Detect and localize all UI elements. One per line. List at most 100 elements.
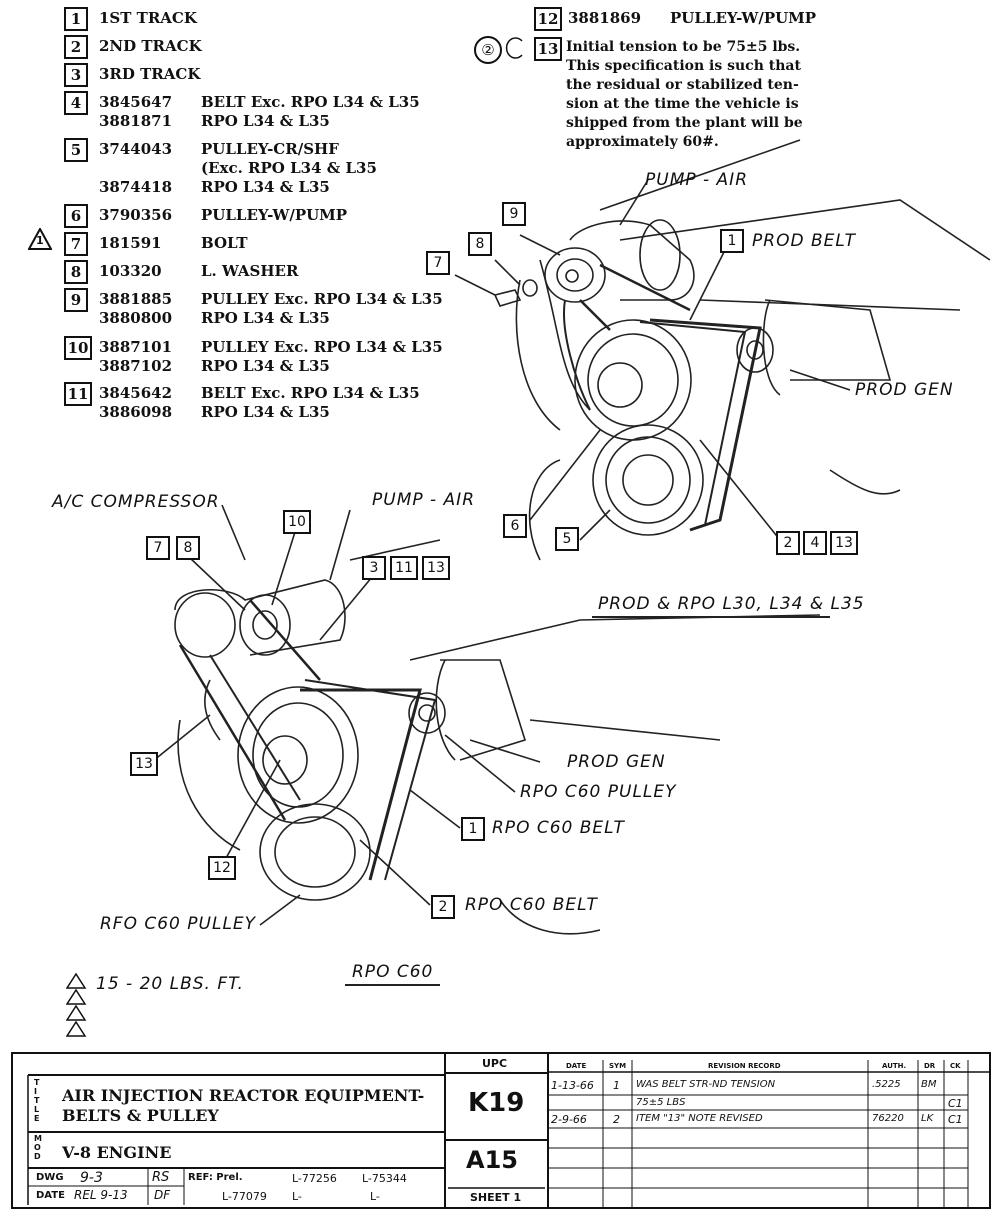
item-number-12: 12 — [534, 7, 562, 31]
callout-9: 9 — [502, 202, 526, 226]
item-number-8: 8 — [64, 260, 88, 284]
rev-record: WAS BELT STR-ND TENSION — [636, 1079, 776, 1090]
rev-dr: LK — [921, 1113, 934, 1124]
note-line: the residual or stabilized ten- — [566, 77, 799, 93]
item-desc-5: PULLEY-CR/SHF — [201, 140, 339, 158]
rev-header-ck: CK — [950, 1062, 961, 1070]
label-ac-compressor: A/C COMPRESSOR — [52, 492, 220, 512]
date-value: REL 9-13 — [74, 1188, 128, 1202]
sheet-label: SHEET 1 — [470, 1191, 522, 1204]
item-desc-4b: RPO L34 & L35 — [201, 112, 330, 130]
item-desc-2: 2ND TRACK — [99, 37, 202, 55]
rev-ck: C1 — [948, 1097, 963, 1110]
rev-ck: C1 — [948, 1113, 963, 1126]
label-pump-air-top: PUMP - AIR — [645, 170, 749, 190]
mod-letters: MOD — [34, 1134, 42, 1161]
label-rfo-c60-pulley: RFO C60 PULLEY — [100, 914, 257, 934]
label-rpo-c60-belt-2: RPO C60 BELT — [465, 895, 598, 915]
item-part-5: 3744043 — [99, 140, 173, 158]
rev-sym: 2 — [613, 1113, 620, 1126]
rev-date: 1-13-66 — [551, 1079, 594, 1092]
date-initials: DF — [154, 1188, 171, 1202]
callout-8: 8 — [468, 232, 492, 256]
item-desc-12: PULLEY-W/PUMP — [670, 9, 817, 27]
label-pump-air-bottom: PUMP - AIR — [372, 490, 476, 510]
rev-dr: BM — [921, 1079, 937, 1090]
item-desc-11b: RPO L34 & L35 — [201, 403, 330, 421]
item-number-7: 7 — [64, 232, 88, 256]
upc-value: K19 — [468, 1088, 525, 1118]
callout-5: 5 — [555, 527, 579, 551]
date-label: DATE — [36, 1190, 65, 1201]
rev-sym: 1 — [613, 1079, 620, 1092]
drawing-title: AIR INJECTION REACTOR EQUIPMENT- — [62, 1086, 425, 1105]
callout-1: 1 — [720, 229, 744, 253]
item-part-12: 3881869 — [568, 9, 642, 27]
item-part-11b: 3886098 — [99, 403, 173, 421]
callout-11: 11 — [390, 556, 418, 580]
item-desc-11: BELT Exc. RPO L34 & L35 — [201, 384, 420, 402]
revision-c-icon — [504, 36, 526, 60]
ref-3: L-77079 — [222, 1190, 267, 1203]
rev-header-sym: SYM — [609, 1062, 627, 1070]
drawing-title-2: BELTS & PULLEY — [62, 1106, 219, 1125]
item-desc-7: BOLT — [201, 234, 248, 252]
item-part-5c: 3874418 — [99, 178, 173, 196]
item-part-7: 181591 — [99, 234, 162, 252]
item-desc-4: BELT Exc. RPO L34 & L35 — [201, 93, 420, 111]
item-desc-10b: RPO L34 & L35 — [201, 357, 330, 375]
caption-top: PROD & RPO L30, L34 & L35 — [598, 594, 865, 614]
item-desc-3: 3RD TRACK — [99, 65, 201, 83]
revision-circle-icon: ② — [474, 36, 502, 64]
rev-header-record: REVISION RECORD — [708, 1062, 781, 1070]
item-number-4: 4 — [64, 91, 88, 115]
callout-7: 7 — [146, 536, 170, 560]
ref-4: L- — [292, 1190, 302, 1203]
callout-10: 10 — [283, 510, 311, 534]
item-number-2: 2 — [64, 35, 88, 59]
callout-13: 13 — [422, 556, 450, 580]
label-prod-gen-bottom: PROD GEN — [567, 752, 666, 772]
item-part-4: 3845647 — [99, 93, 173, 111]
torque-spec: 15 - 20 LBS. FT. — [96, 974, 244, 994]
item-desc-9: PULLEY Exc. RPO L34 & L35 — [201, 290, 443, 308]
callout-8: 8 — [176, 536, 200, 560]
rev-header-auth: AUTH. — [882, 1062, 907, 1070]
label-prod-belt: PROD BELT — [752, 231, 857, 251]
upc-label: UPC — [482, 1057, 508, 1070]
dwg-initials: RS — [152, 1170, 170, 1185]
callout-3: 3 — [362, 556, 386, 580]
item-part-4b: 3881871 — [99, 112, 173, 130]
note-line: Initial tension to be 75±5 lbs. — [566, 39, 801, 55]
title-letters: TITLE — [34, 1078, 40, 1123]
callout-1: 1 — [461, 817, 485, 841]
rev-record: 75±5 LBS — [636, 1097, 686, 1108]
group-value: A15 — [466, 1146, 518, 1174]
item-part-8: 103320 — [99, 262, 162, 280]
callout-2: 2 — [431, 895, 455, 919]
item-part-9b: 3880800 — [99, 309, 173, 327]
item-part-6: 3790356 — [99, 206, 173, 224]
item-number-5: 5 — [64, 138, 88, 162]
item-number-9: 9 — [64, 288, 88, 312]
item-part-10: 3887101 — [99, 338, 173, 356]
warning-number: 1 — [36, 234, 44, 247]
rev-date: 2-9-66 — [551, 1113, 587, 1126]
note-line: sion at the time the vehicle is — [566, 96, 799, 112]
ref-2: L-75344 — [362, 1172, 407, 1185]
item-part-11: 3845642 — [99, 384, 173, 402]
ref-5: L- — [370, 1190, 380, 1203]
note-line: shipped from the plant will be — [566, 115, 803, 131]
item-desc-1: 1ST TRACK — [99, 9, 197, 27]
callout-6: 6 — [503, 514, 527, 538]
item-number-1: 1 — [64, 7, 88, 31]
rev-auth: .5225 — [872, 1079, 901, 1090]
item-part-9: 3881885 — [99, 290, 173, 308]
item-desc-8: L. WASHER — [201, 262, 299, 280]
item-desc-5c: RPO L34 & L35 — [201, 178, 330, 196]
dwg-value: 9-3 — [80, 1170, 103, 1186]
callout-13: 13 — [830, 531, 858, 555]
note-line: This specification is such that — [566, 58, 801, 74]
item-number-10: 10 — [64, 336, 92, 360]
warning-triangle-icon: 1 — [28, 228, 52, 250]
